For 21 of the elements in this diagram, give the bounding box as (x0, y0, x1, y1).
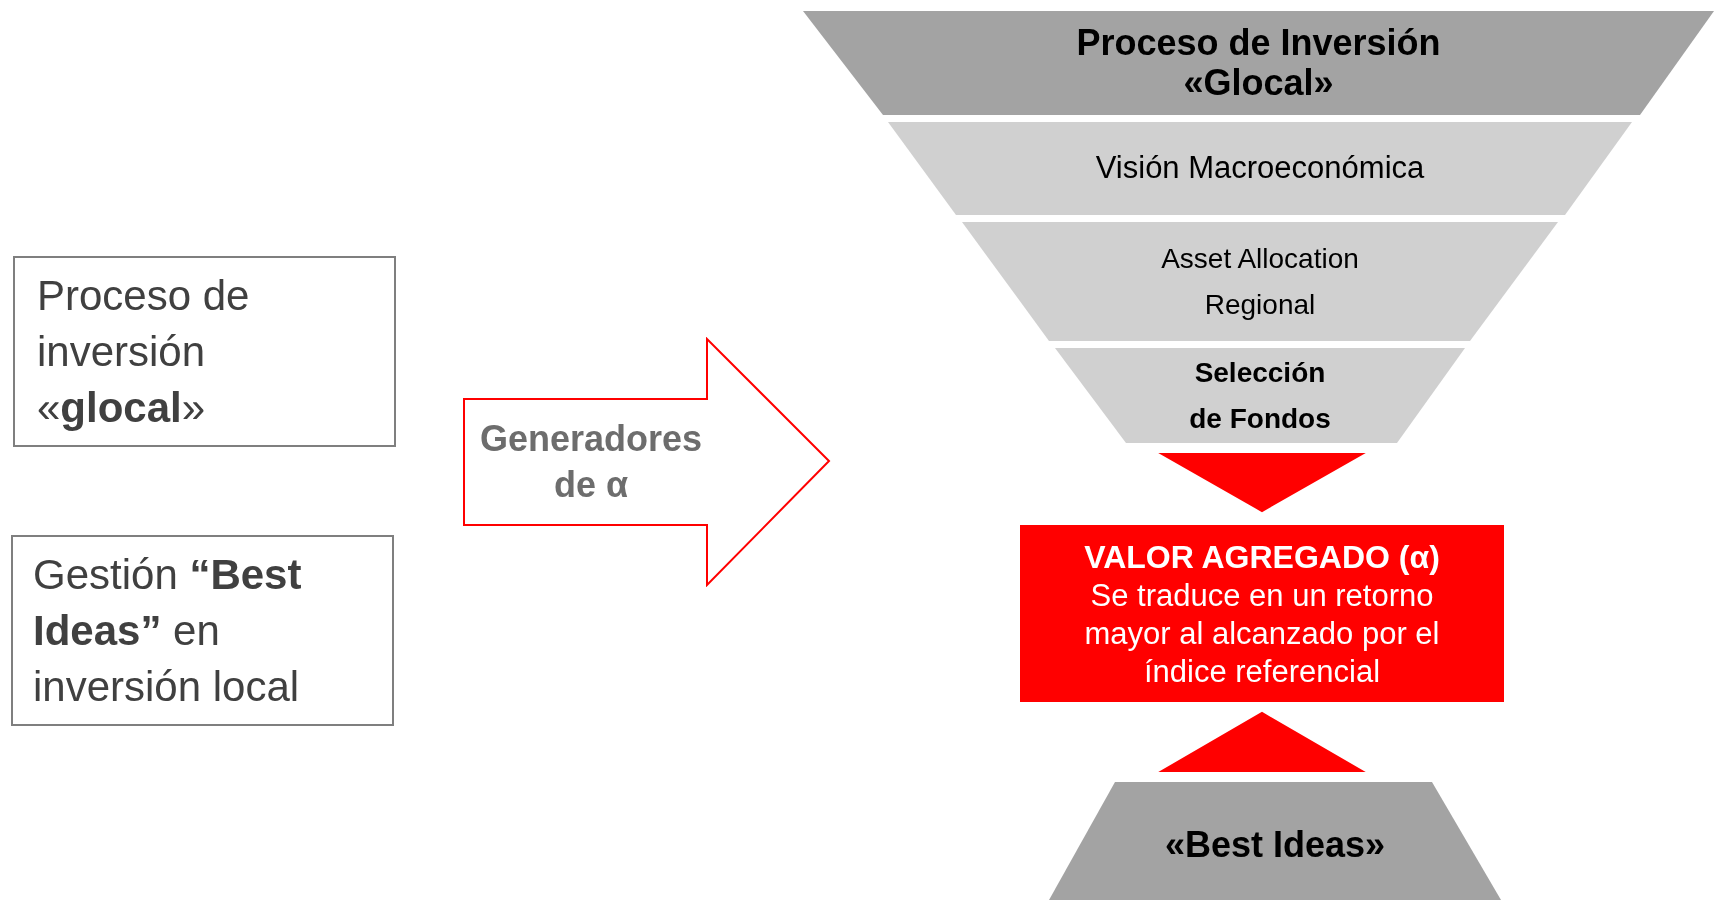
layer-label: Visión Macroeconómica (1095, 149, 1425, 188)
funnel-layer (962, 222, 1558, 341)
result-heading: VALOR AGREGADO (α) (1084, 537, 1440, 577)
arrow (1158, 711, 1366, 772)
text-box (13, 256, 396, 447)
funnel-layer (888, 122, 1632, 215)
box-text: Proceso de inversión «glocal» (37, 271, 251, 433)
result-description: Se traduce en un retorno mayor al alcanzado por el índice referencial (1083, 576, 1441, 691)
layer-label: Selección de Fondos (1188, 355, 1332, 436)
funnel-layer (803, 11, 1714, 115)
base-trapezoid (1049, 782, 1501, 900)
layer-label: Asset Allocation Regional (1160, 241, 1360, 322)
block-arrow (463, 337, 831, 587)
funnel-layer (1055, 348, 1465, 443)
text-box (11, 535, 394, 726)
box-text: Gestión “Best Ideas” en inversión local (33, 550, 303, 712)
result-box (1020, 525, 1504, 702)
layer-label: Proceso de Inversión «Glocal» (1075, 23, 1442, 103)
layer-label: Generadores de α (478, 417, 704, 507)
layer-label: «Best Ideas» (1164, 823, 1386, 867)
arrow (1158, 453, 1366, 513)
